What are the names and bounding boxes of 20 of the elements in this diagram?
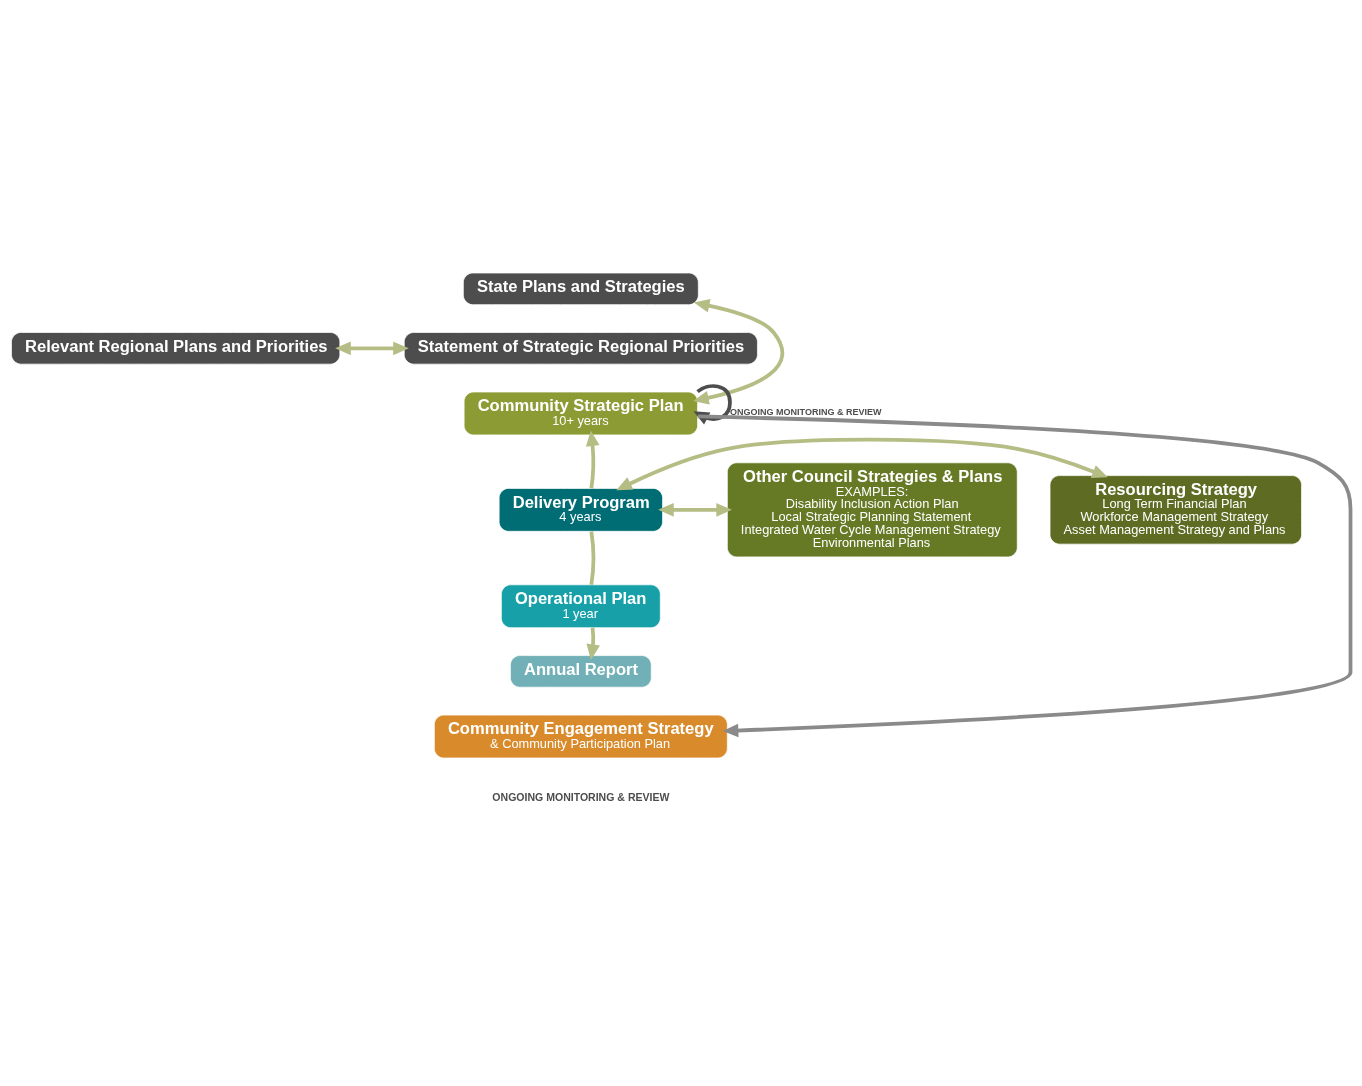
arrow [697,414,1353,738]
node-box: Operational Plan 1 year [501,584,661,629]
node-box: Community Strategic Plan 10+ years [463,391,698,436]
connector [589,531,596,585]
node-box: Delivery Program 4 years [498,488,663,532]
arrow [658,503,732,517]
node-box: Resourcing Strategy Long Term Financial Plan Workforce Management Strategy Asset Management Strategy and Plans [1049,475,1302,545]
arrow [616,437,1108,491]
edge-label: ONGOING MONITORING & REVIEW [729,407,882,418]
arrow [693,298,784,405]
node-box: Relevant Regional Plans and Priorities [11,332,341,365]
node-box: State Plans and Strategies [462,272,699,305]
label: ONGOING MONITORING & REVIEW [492,791,670,804]
arrow [586,627,600,661]
node-box: Other Council Strategies & Plans EXAMPLES: Disability Inclusion Action Plan Local Strategic Planning Statement Integrated Water Cycle Management Strategy Environmental Plans [726,462,1018,558]
arrow [335,341,409,356]
node-box: Annual Report [510,655,652,688]
node-box: Statement of Strategic Regional Priorities [403,332,758,365]
node-box: Community Engagement Strategy & Community Participation Plan [434,714,728,759]
arrow [585,430,600,489]
